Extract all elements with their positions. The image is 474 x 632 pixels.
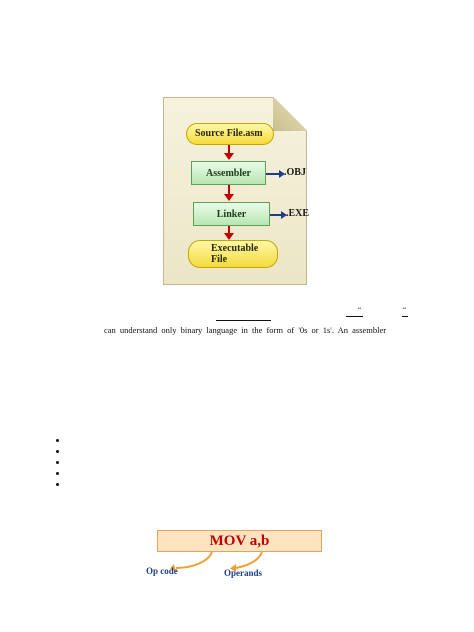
fill-in-blank-2 — [346, 316, 363, 317]
opcode-arrow-head — [170, 564, 176, 572]
operands-arrow-head — [230, 564, 236, 572]
fill-in-blank-3 — [402, 316, 408, 317]
arrow-linker-to-exe — [270, 214, 282, 216]
executable-label-line1: Executable — [211, 243, 259, 254]
instruction-arrows — [170, 551, 263, 572]
operands-label: Operands — [224, 568, 263, 578]
quote-mark-2: “ — [403, 306, 407, 314]
paragraph-line: can understand only binary language in t… — [104, 325, 387, 335]
arrow-head — [281, 211, 287, 219]
operands-arrow — [235, 551, 263, 569]
page-curl-decoration — [273, 97, 307, 131]
fill-in-blank-1 — [216, 320, 271, 321]
arrow-head — [224, 153, 234, 160]
source-file-node: Source File.asm — [186, 123, 274, 145]
quote-mark-1: “ — [358, 306, 362, 314]
bullet-point — [56, 483, 59, 486]
bullet-point — [56, 439, 59, 442]
opcode-arrow — [175, 551, 213, 569]
arrow-assembler-to-obj — [266, 173, 280, 175]
bullet-point — [56, 450, 59, 453]
arrow-head — [279, 170, 285, 178]
arrow-head — [224, 194, 234, 201]
opcode-label: Op code — [146, 566, 178, 576]
arrow-linker-to-executable — [228, 226, 230, 234]
arrow-head — [224, 233, 234, 240]
executable-label-line2: File — [211, 254, 228, 265]
executable-file-node: Executable File — [188, 240, 278, 268]
arrow-assembler-to-linker — [228, 185, 230, 195]
instruction-box: MOV a,b — [157, 530, 322, 552]
assembly-process-figure: Source File.asm Assembler .OBJ Linker .E… — [163, 97, 310, 285]
arrow-source-to-assembler — [228, 145, 230, 154]
assembler-label: Assembler — [206, 167, 251, 179]
bullet-point — [56, 461, 59, 464]
exe-label: .EXE — [286, 208, 310, 219]
bullet-point — [56, 472, 59, 475]
instruction-text: MOV a,b — [209, 532, 270, 549]
linker-node: Linker — [193, 202, 270, 226]
assembler-node: Assembler — [191, 161, 266, 185]
obj-label: .OBJ — [284, 167, 306, 178]
linker-label: Linker — [216, 208, 247, 220]
source-file-label: Source File.asm — [195, 128, 263, 139]
